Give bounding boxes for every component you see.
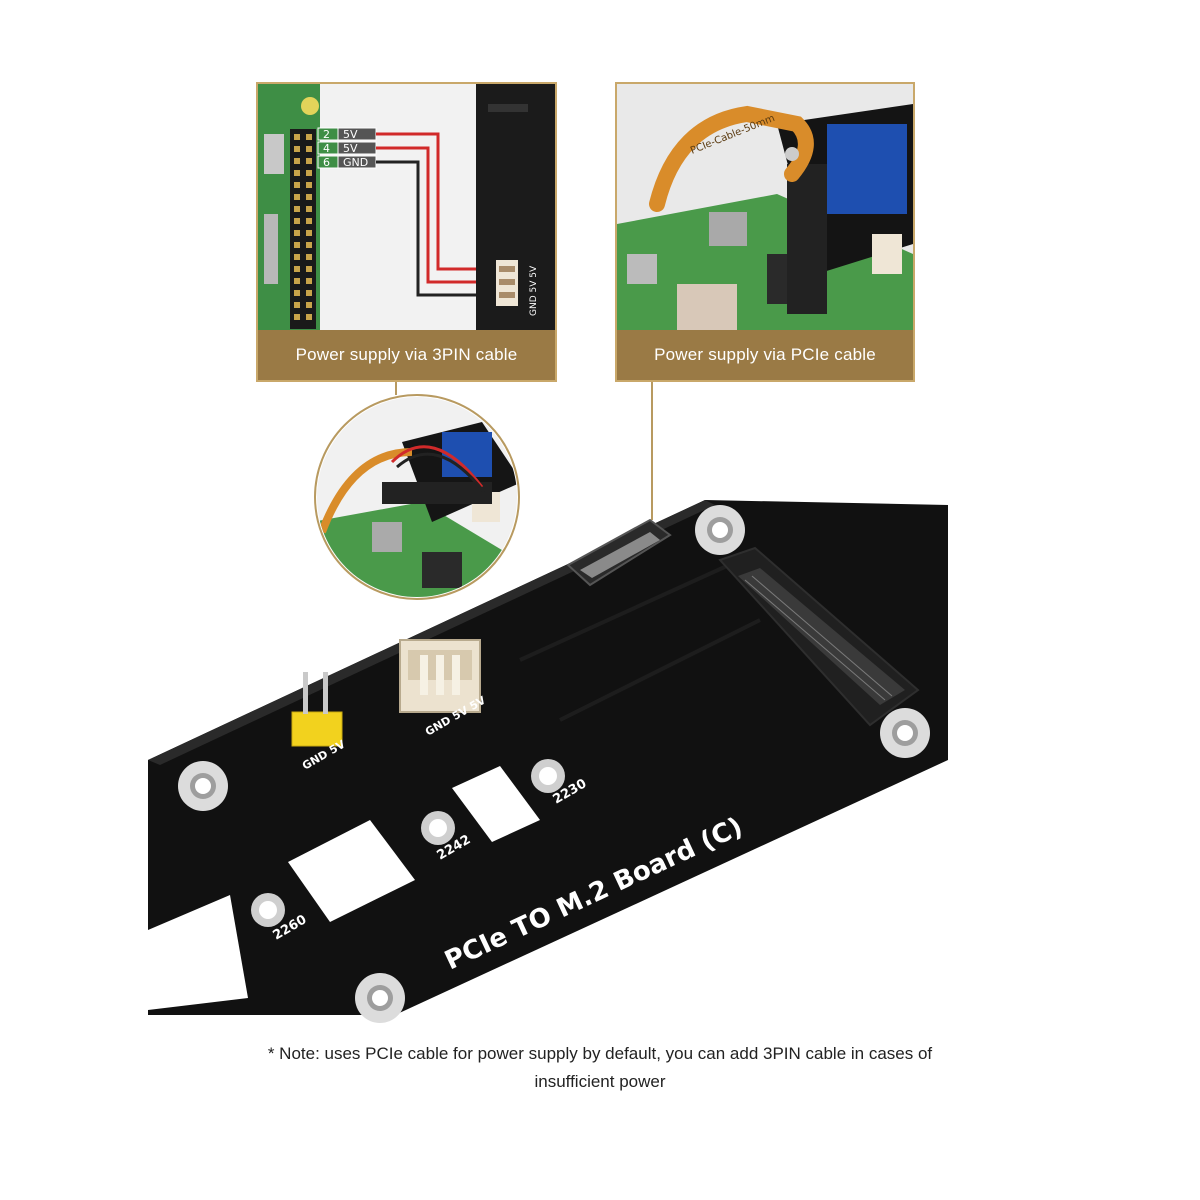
pin-label: GND: [343, 156, 368, 169]
note-line-1: * Note: uses PCIe cable for power supply…: [267, 1044, 933, 1063]
pin-number: 4: [323, 142, 330, 155]
pin-label: 5V: [343, 128, 358, 141]
pcie-m2-board: GND 5V 5V GND 5V 2230 2242 2260 PCIe TO …: [148, 500, 948, 1023]
left-panel-caption: Power supply via 3PIN cable: [258, 330, 555, 380]
pcie-cable-photo: PCIe-Cable-50mm: [617, 84, 913, 330]
mounting-holes: [178, 505, 930, 1023]
connector-label: GND 5V 5V: [529, 265, 539, 316]
left-detail-panel: 2 5V 4 5V 6 GND GND 5V 5V Power supply v…: [256, 82, 557, 382]
power-note: * Note: uses PCIe cable for power supply…: [0, 1040, 1200, 1096]
note-line-2: insufficient power: [534, 1072, 666, 1091]
pin-number: 2: [323, 128, 330, 141]
pin-label: 5V: [343, 142, 358, 155]
pin-labels: 2 5V 4 5V 6 GND: [317, 127, 377, 169]
inset-photo-circle: [314, 394, 520, 600]
pin-number: 6: [323, 156, 330, 169]
right-detail-panel: PCIe-Cable-50mm Power supply via PCIe ca…: [615, 82, 915, 382]
right-panel-caption: Power supply via PCIe cable: [617, 330, 913, 380]
gpio-wiring-illustration: 2 5V 4 5V 6 GND GND 5V 5V: [258, 84, 555, 330]
